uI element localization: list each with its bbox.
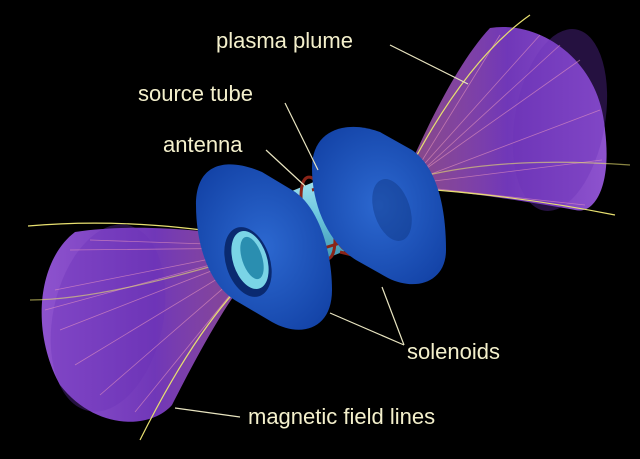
left-plume-mouth bbox=[50, 224, 166, 412]
right-plasma-plume bbox=[407, 14, 631, 216]
antenna-leader bbox=[265, 149, 306, 187]
label-magnetic-field-lines: magnetic field lines bbox=[248, 404, 435, 429]
solenoids-leader-2 bbox=[381, 286, 405, 346]
label-solenoids: solenoids bbox=[407, 339, 500, 364]
right-plume-mouth bbox=[512, 29, 608, 211]
label-plasma-plume: plasma plume bbox=[216, 28, 353, 53]
plasma-plume-leader bbox=[389, 44, 469, 85]
field-lines-leader bbox=[174, 407, 241, 418]
left-solenoid bbox=[196, 164, 332, 330]
source-tube-leader bbox=[284, 102, 319, 171]
right-plume-cone bbox=[408, 26, 607, 211]
right-plume-streaks bbox=[409, 34, 603, 206]
leader-lines bbox=[174, 44, 469, 418]
solenoids-leader-1 bbox=[329, 312, 405, 346]
label-source-tube: source tube bbox=[138, 81, 253, 106]
left-plume-cone bbox=[41, 227, 269, 422]
right-solenoid bbox=[312, 126, 446, 285]
label-antenna: antenna bbox=[163, 132, 243, 157]
